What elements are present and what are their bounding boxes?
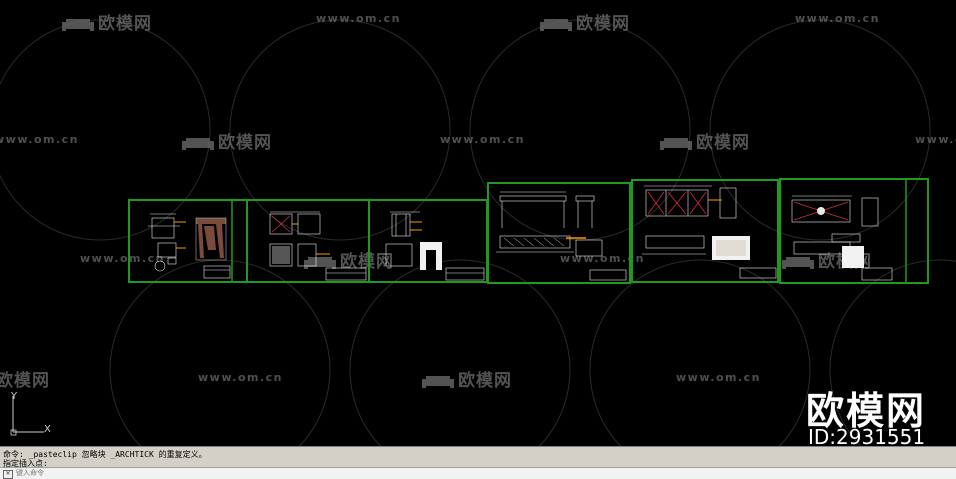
watermark-logo: 欧模网: [540, 9, 630, 34]
watermark-url: www.om.cn: [80, 252, 166, 265]
command-input-row: ✕: [0, 467, 956, 479]
watermark-url: www.om.cn: [915, 133, 956, 146]
sheet-3[interactable]: [368, 199, 488, 283]
sheet-6[interactable]: [779, 178, 929, 284]
sofa-icon: [62, 19, 94, 31]
sofa-icon: [422, 376, 454, 388]
watermark-id: ID:2931551: [808, 425, 926, 446]
watermark-logo: 欧模网: [422, 366, 512, 391]
command-panel: 命令: _pasteclip 忽略块 _ARCHTICK 的重复定义。 指定插入…: [0, 446, 956, 479]
watermark-url: www.om.cn: [198, 371, 284, 384]
watermark-big-logo: 欧模网: [806, 389, 927, 433]
ucs-y-label: Y: [11, 391, 18, 402]
watermark-url: www.om.cn: [0, 133, 80, 146]
command-input[interactable]: [16, 468, 316, 478]
watermark-url: www.om.cn: [676, 371, 762, 384]
watermark-arcs: [0, 19, 956, 446]
ucs-icon: [10, 396, 44, 436]
watermark-url: www.om.cn: [316, 12, 402, 25]
close-icon[interactable]: ✕: [3, 470, 13, 479]
sheet-1[interactable]: [128, 199, 248, 283]
sheet-5[interactable]: [631, 179, 779, 283]
watermark-url: www.om.cn: [795, 12, 881, 25]
model-space-canvas[interactable]: 欧模网 www.om.cn 欧模网 www.om.cn www.om.cn 欧模…: [0, 0, 956, 446]
command-history-line: 命令: _pasteclip 忽略块 _ARCHTICK 的重复定义。: [3, 450, 207, 459]
sofa-icon: [660, 138, 692, 150]
sofa-icon: [540, 19, 572, 31]
watermark-logo: 欧模网: [0, 371, 50, 391]
sheet-2[interactable]: [246, 199, 370, 283]
command-prompt-line: 指定插入点:: [3, 459, 48, 468]
sheet-4[interactable]: [487, 182, 631, 284]
watermark-url: www.om.cn: [560, 252, 646, 265]
sofa-icon: [182, 138, 214, 150]
ucs-x-label: X: [44, 424, 51, 435]
cad-drawing[interactable]: [0, 0, 956, 446]
watermark-logo: 欧模网: [182, 128, 272, 153]
sofa-icon: [782, 257, 814, 269]
watermark-url: www.om.cn: [440, 133, 526, 146]
watermark-logo: 欧模网: [62, 9, 152, 34]
watermark-logo: 欧模网: [660, 128, 750, 153]
